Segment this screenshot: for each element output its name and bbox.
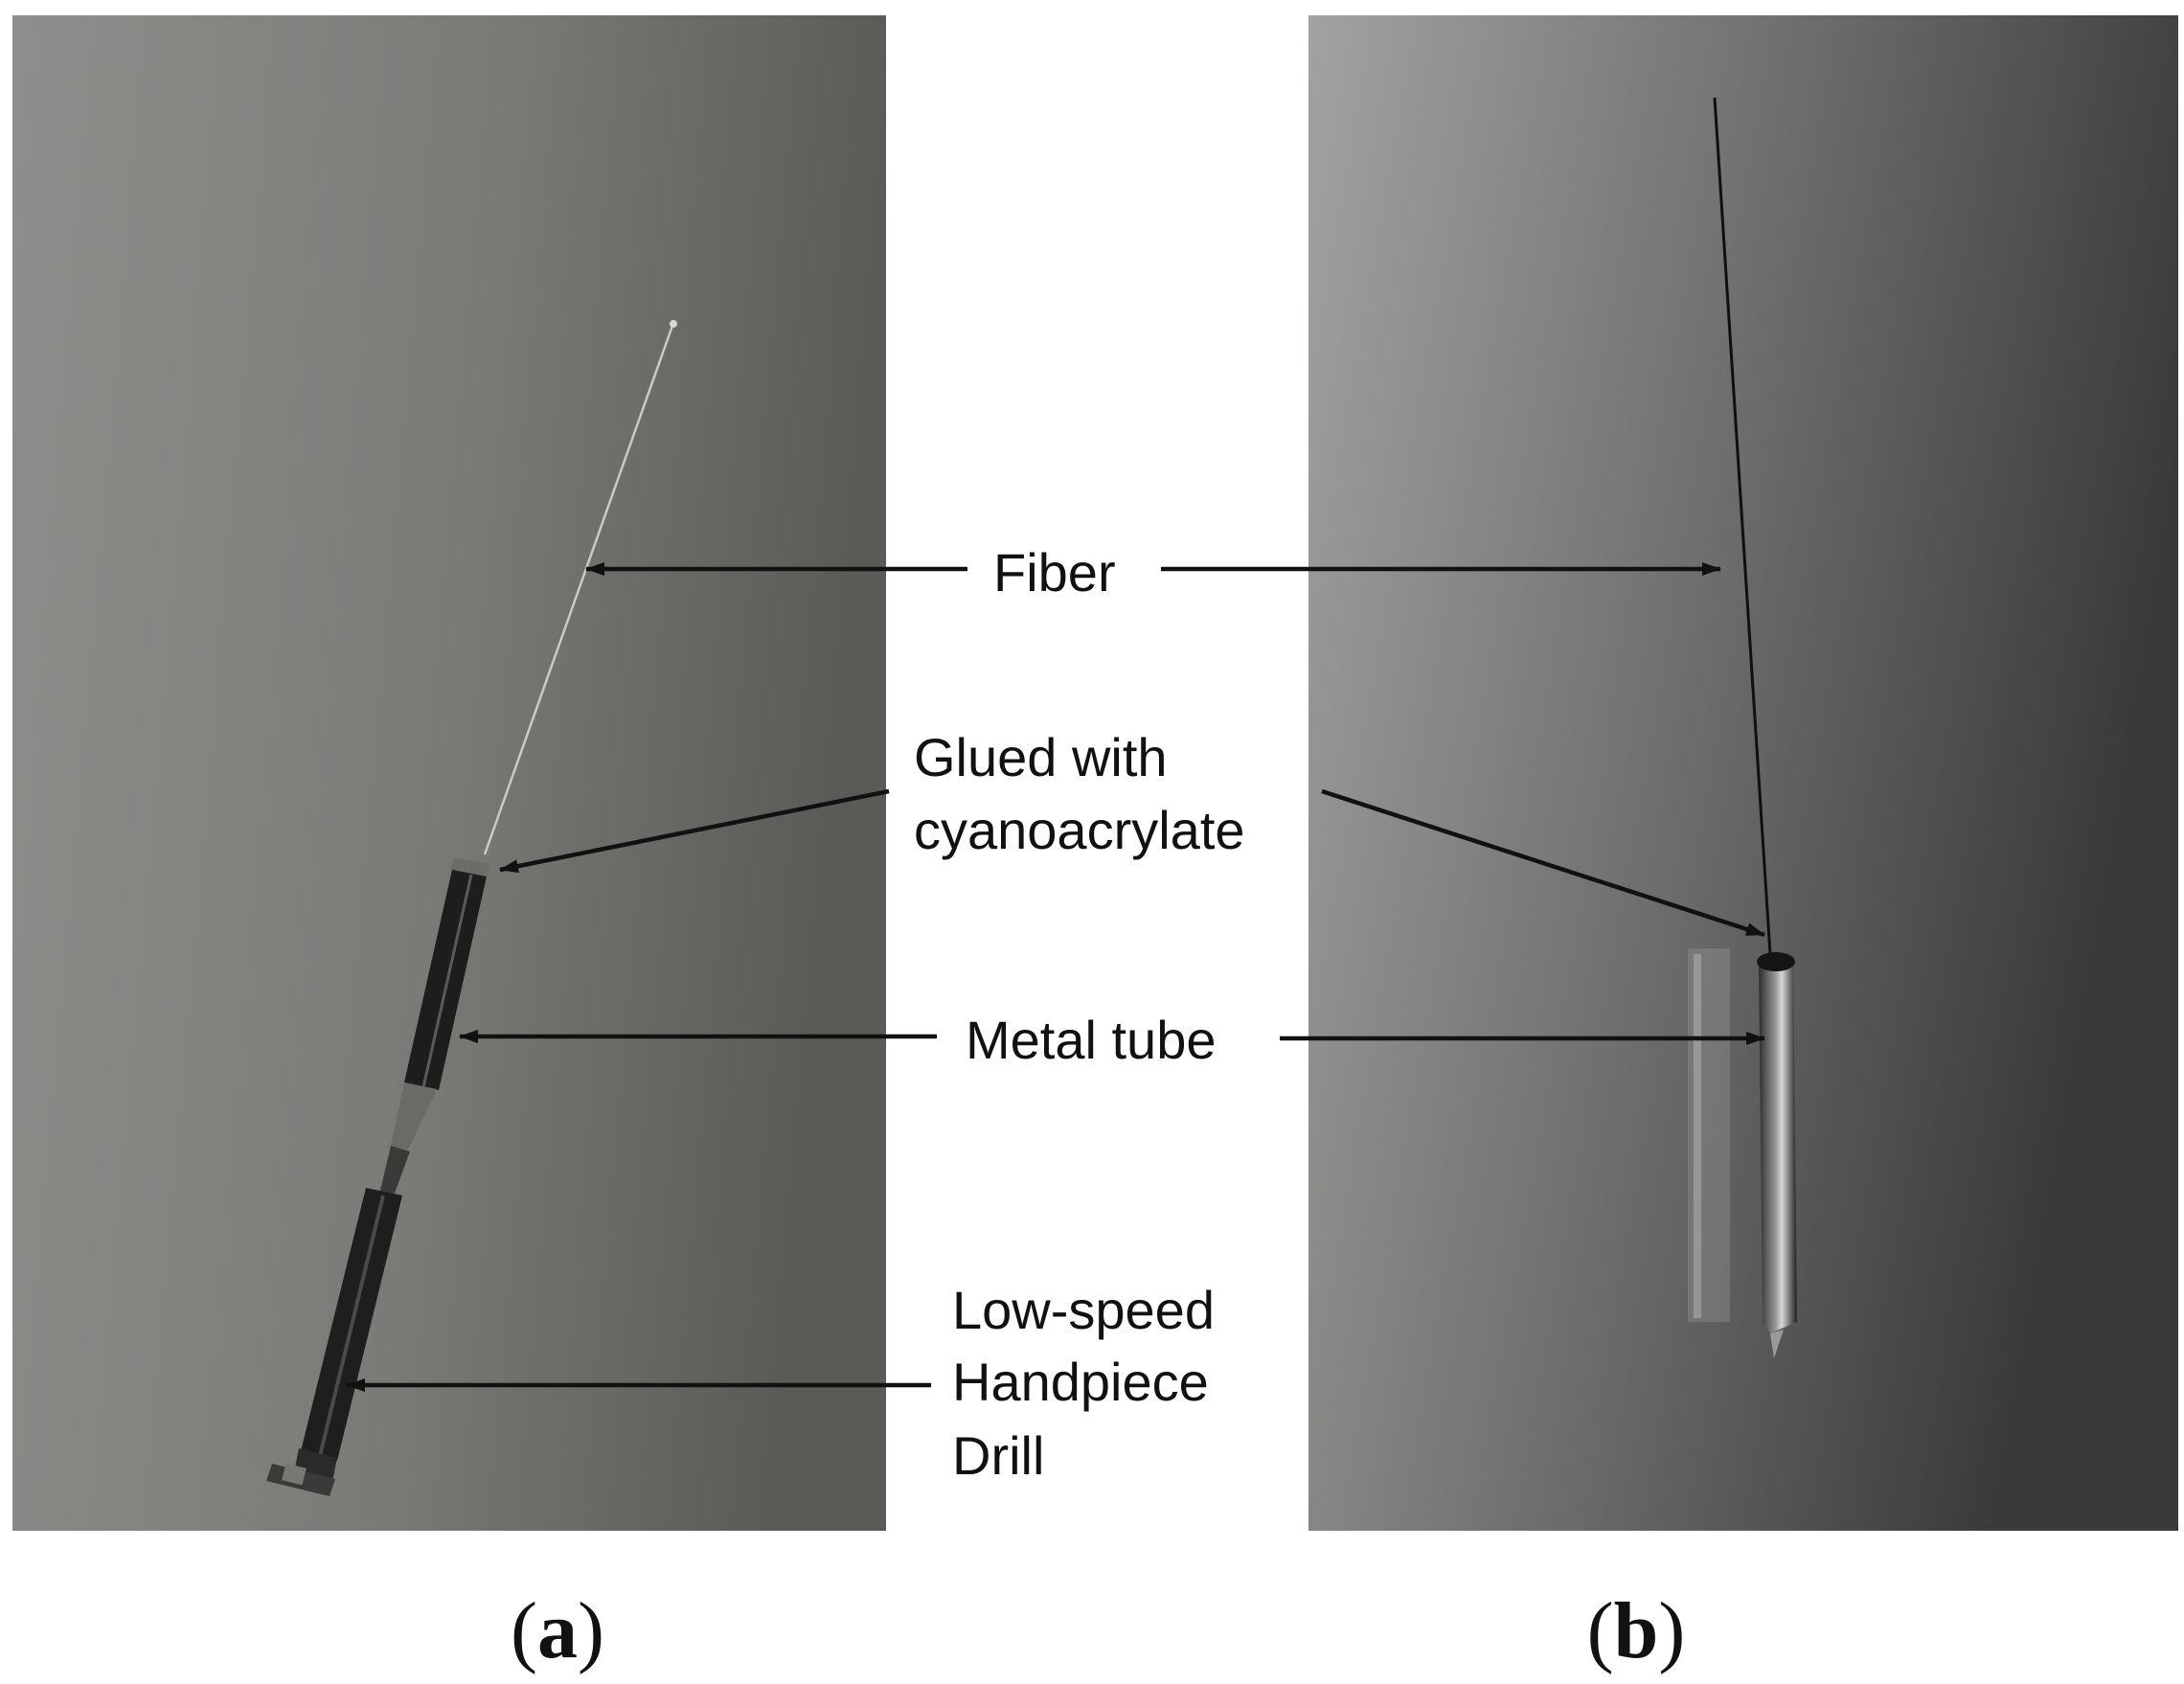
annotation-arrows — [346, 562, 1765, 1392]
drill-neck-a — [391, 1082, 437, 1149]
label-drill-line3: Drill — [952, 1425, 1044, 1486]
label-drill-line1: Low-speed — [952, 1280, 1215, 1340]
label-glued-line2: cyanoacrylate — [914, 800, 1245, 860]
tube-opening-b — [1757, 952, 1795, 971]
panel-label-b: (b) — [1587, 1586, 1686, 1675]
photo-a — [12, 15, 886, 1531]
arrow-glued-a — [499, 788, 890, 874]
label-glued-line1: Glued with — [914, 727, 1168, 787]
panel-label-a: (a) — [511, 1586, 604, 1675]
label-metal-tube: Metal tube — [966, 1010, 1217, 1070]
fiber-b — [1713, 97, 1772, 955]
fiber-a — [483, 325, 674, 855]
arrow-glued-b — [1321, 788, 1765, 938]
annotation-labels: Fiber Glued with cyanoacrylate Metal tub… — [914, 542, 1245, 1486]
label-drill-line2: Handpiece — [952, 1352, 1209, 1412]
photo-b — [1308, 15, 2178, 1531]
fiber-tip-a — [670, 320, 677, 328]
label-fiber: Fiber — [993, 542, 1116, 603]
metal-tube-a — [404, 870, 487, 1090]
metal-tube-b — [1759, 954, 1797, 1333]
